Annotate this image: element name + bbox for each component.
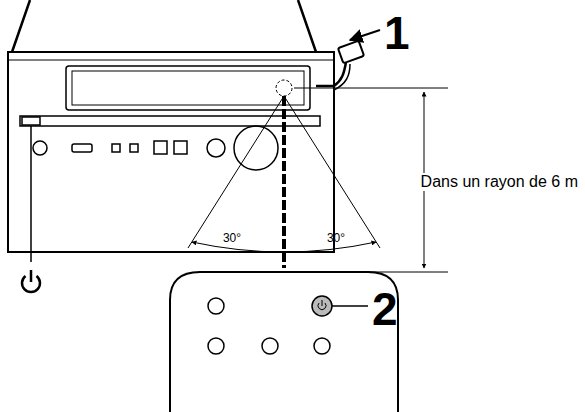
dimension-label: Dans un rayon de 6 m [419,173,580,191]
callout-number: 2 [372,286,398,332]
angle-label: 30° [223,232,241,244]
callout-number: 1 [384,10,410,56]
angle-label: 30° [327,232,345,244]
